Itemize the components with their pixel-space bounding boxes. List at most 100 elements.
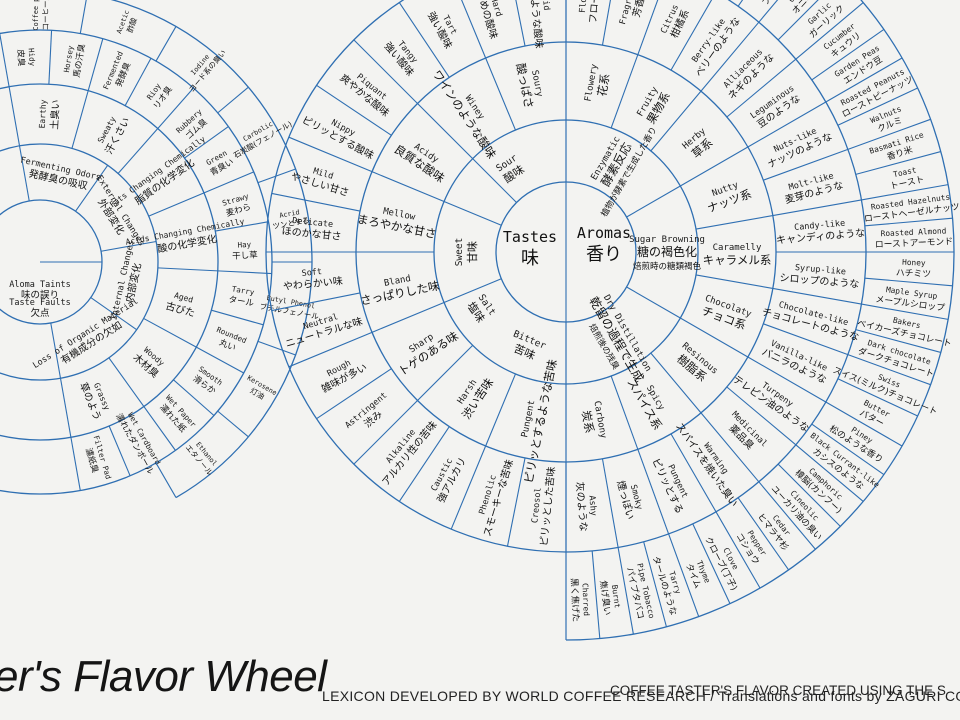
aroma-fourth-label-en: Charred [580,583,590,616]
left-outer-spoke [143,406,176,451]
left-center-ja: 欠点 [30,307,50,319]
aroma-mid-label-ja: 炭系 [579,409,597,434]
left-fourth-label-ja: コーヒー果肉 [40,0,50,31]
aroma-fourth-spoke [777,463,841,527]
aroma-mid-spoke [695,274,773,290]
taste-mid-spoke [485,57,516,131]
center-aromas-en: Aromas [577,224,631,242]
aroma-outer-spoke [747,356,827,403]
taste-outer-label-en: Delicate [292,216,334,230]
taste-outer-spoke [271,292,361,312]
left-mid-label-en: Earthy [38,99,48,128]
taste-group-spoke [443,278,502,304]
aroma-fourth-label-en: Roasted Almond [880,226,946,238]
taste-outer-label-en: Soft [301,267,322,279]
left-fourth-spoke [257,168,296,184]
taste-outer-spoke [398,426,450,502]
aroma-fourth-spoke [737,497,789,571]
aroma-fourth-spoke [668,533,700,617]
left-fourth-spoke [257,340,296,356]
aroma-mid-spoke [650,90,702,152]
aroma-mid-spoke [695,214,773,230]
aroma-group-spoke [626,286,681,319]
taste-outer-spoke [515,0,526,47]
left-outer-spoke [157,87,194,129]
aroma-fourth-spoke [758,481,816,550]
aroma-outer-label-en: Syrup-like [794,263,846,277]
left-fourth-spoke [155,462,177,498]
left-outer-spoke [184,126,229,159]
aroma-fourth-spoke [864,277,953,287]
left-center-en: Taste Faults [9,298,70,308]
taste-group-spoke [443,200,502,226]
left-mid-spoke [157,267,218,272]
aroma-fourth-label-ja: ローストアーモンド [875,237,954,250]
aroma-mid-spoke [680,317,749,358]
aroma-outer-spoke [601,458,619,548]
aroma-fourth-label-ja: 黒く焦げた [568,578,582,622]
taste-outer-spoke [316,368,392,420]
left-fourth-spoke [155,26,177,62]
aroma-fourth-spoke [795,444,864,502]
footer-title: er's Flavor Wheel [0,652,327,701]
aroma-mid-label-ja: 花系 [595,72,613,97]
taste-group-spoke [472,158,517,203]
center-tastes-en: Tastes [503,228,557,246]
left-fourth-spoke [217,86,249,114]
left-inner-spoke [18,145,30,202]
aroma-fourth-spoke [692,523,731,604]
aroma-fourth-spoke [825,401,903,447]
aroma-fourth-spoke [811,29,885,81]
taste-outer-spoke [271,192,361,212]
aroma-fourth-spoke [855,329,941,353]
aroma-fourth-spoke [795,2,864,60]
left-outer-label-en: Horsey [62,44,75,73]
left-outer-spoke [87,38,104,91]
left-mid-spoke [71,90,89,149]
aroma-group-label-en: Sugar Browning [629,235,705,245]
taste-mid-spoke [485,373,516,447]
aroma-outer-spoke [726,58,797,118]
left-mid-spoke [143,317,197,348]
aroma-group-label-sub: 焙煎時の糖類褐色 [633,261,702,272]
aroma-outer-spoke [772,199,862,217]
left-fourth-spoke [79,0,87,34]
center-tastes-ja: 味 [521,248,539,269]
taste-outer-spoke [288,136,373,173]
aroma-fourth-spoke [837,87,918,126]
aroma-mid-spoke [650,352,702,414]
left-mid-label-ja: 土臭い [48,99,62,130]
aroma-fourth-spoke [847,118,931,150]
left-outer-spoke [48,30,53,85]
aroma-outer-label-en: Floral [578,0,591,13]
aroma-mid-spoke [610,375,639,450]
left-inner-spoke [90,297,137,331]
aroma-outer-spoke [772,287,862,305]
left-mid-spoke [59,378,72,438]
taste-outer-label-en: Acrid [539,0,551,11]
left-center-en: Aloma Taints [9,280,70,290]
left-outer-label-en: Hidy [27,48,37,67]
left-fourth-spoke [217,410,249,438]
aroma-fourth-label-en: Honey [902,258,926,268]
aroma-fourth-label-en: Burnt [610,584,622,608]
aroma-outer-label: Floralフローラル [578,0,603,24]
left-mid-spoke [117,128,159,174]
taste-group-label-ja: 甘味 [466,241,479,263]
aroma-outer-spoke [601,0,611,46]
aroma-fourth-spoke [864,217,953,227]
aroma-mid-spoke [680,146,749,187]
aroma-fourth-spoke [758,0,779,23]
taste-outer-label-ja: やわらかい味 [282,275,343,293]
left-ring-2 [0,143,159,381]
aroma-mid-spoke [610,54,639,129]
left-outer-spoke [203,171,254,194]
left-outer-label-ja: 皮臭 [15,49,27,67]
